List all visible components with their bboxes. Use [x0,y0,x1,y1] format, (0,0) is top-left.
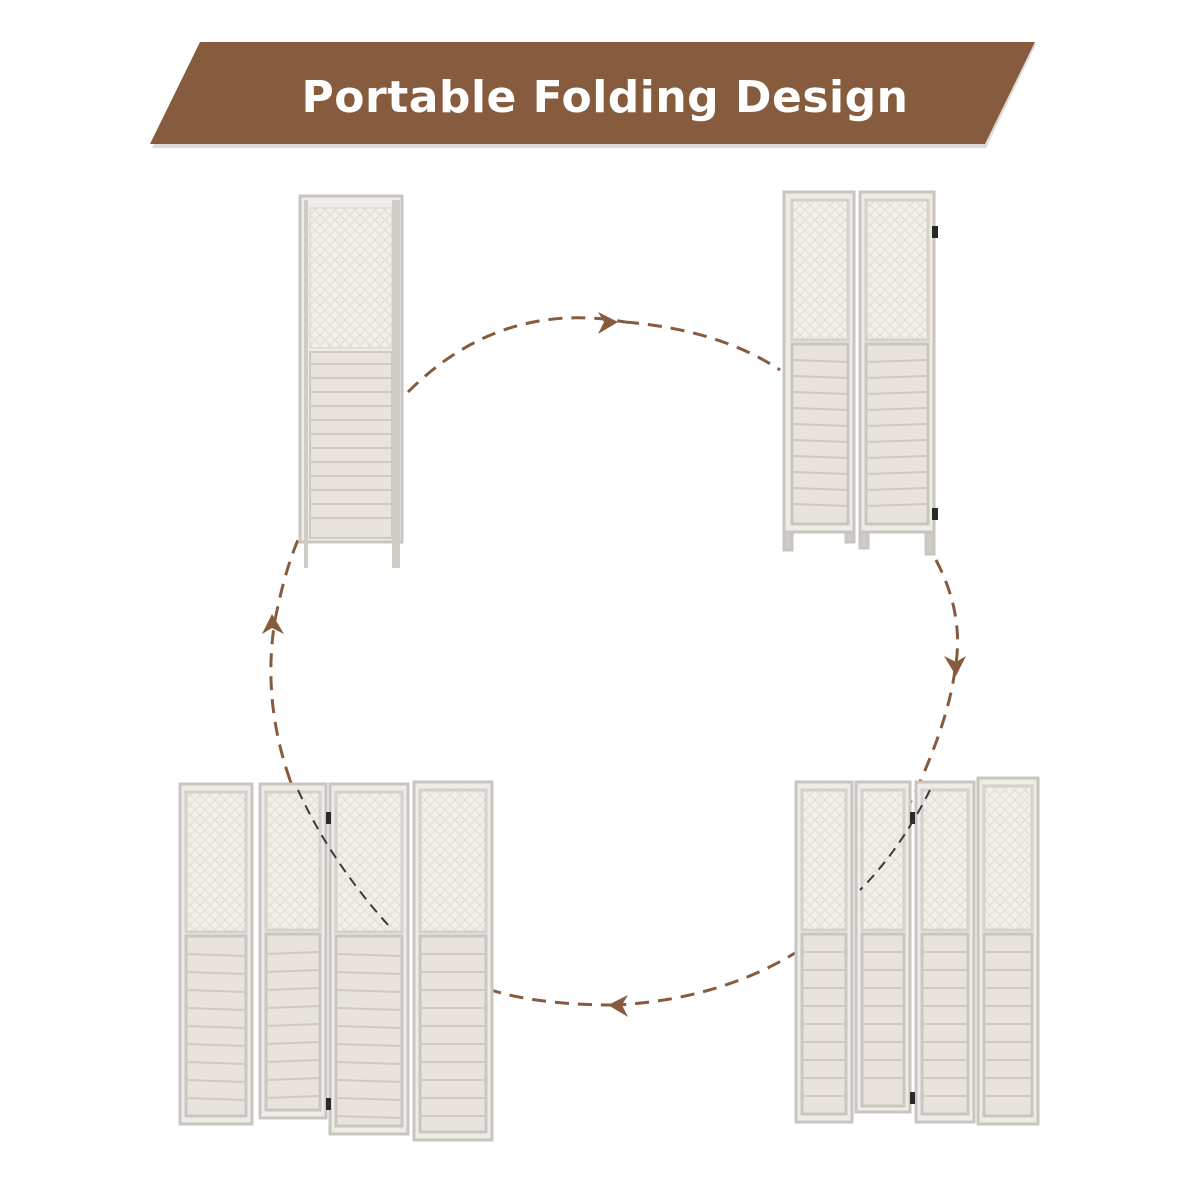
title-banner: Portable Folding Design [150,42,1040,152]
slats [309,351,393,539]
hinge [932,508,938,520]
arrow-top [406,316,626,394]
arrow-left-upper [273,539,300,621]
banner-title: Portable Folding Design [301,71,909,123]
overlay-dashes [297,789,931,926]
arrow-top-right [624,320,781,372]
screen-four-panels-open [178,780,494,1142]
arrowhead-bottom [608,995,628,1017]
screen-two-panels [782,190,938,556]
arrow-right [934,559,960,671]
screen-four-panels-zigzag [794,776,1040,1126]
banner-shape [150,42,1036,148]
arrowhead-top [598,312,618,334]
screen-folded [298,194,404,568]
panel [782,190,856,552]
hinge [932,226,938,238]
arrow-left [269,619,292,781]
arrowhead-left [262,614,284,634]
panel [858,190,936,556]
arrowhead-right [944,656,966,676]
arrow-bottom [614,948,801,1007]
arrowheads [262,312,966,1017]
